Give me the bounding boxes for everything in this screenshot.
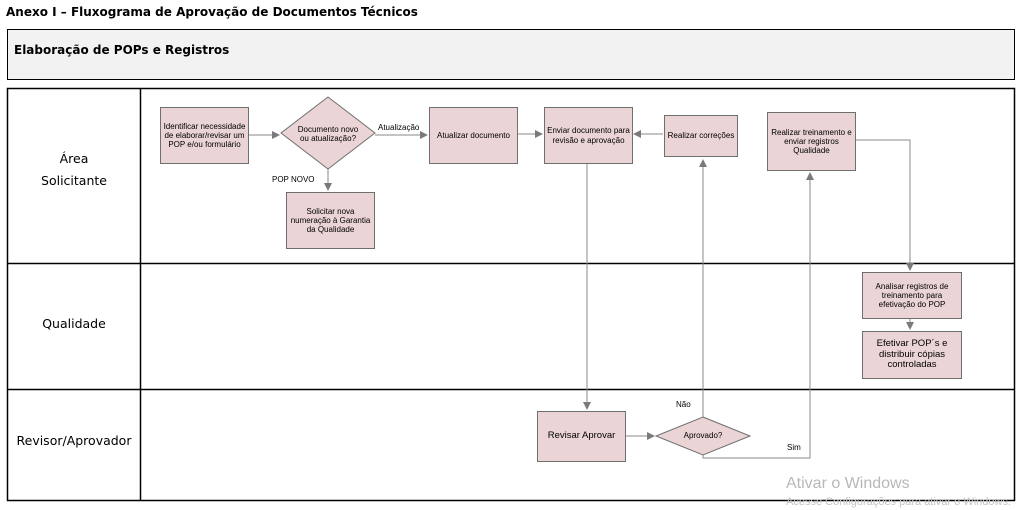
lane-label-area-solicitante: Área Solicitante — [41, 151, 107, 188]
step-revisar-aprovar: Revisar Aprovar — [537, 411, 626, 462]
lane-label-qualidade: Qualidade — [42, 316, 106, 331]
section-header — [7, 29, 1015, 80]
step-atualizar: Atualizar documento — [429, 107, 518, 164]
decision-documento-text: Documento novo ou atualização? — [297, 124, 359, 143]
windows-activation-hint: Acesse Configurações para ativar o Windo… — [786, 496, 1011, 508]
connector-sim-treinamento — [702, 172, 814, 459]
edge-label-atualizacao: Atualização — [378, 123, 420, 132]
step-efetivar: Efetivar POP´s e distribuir cópias contr… — [862, 331, 962, 379]
step-enviar: Enviar documento para revisão e aprovaçã… — [544, 107, 633, 164]
lane-label-revisor: Revisor/Aprovador — [16, 433, 132, 448]
decision-aprovado-text: Aprovado? — [683, 431, 723, 441]
step-realizar-correcoes: Realizar correções — [664, 115, 738, 157]
section-title: Elaboração de POPs e Registros — [14, 43, 230, 57]
step-identificar: Identificar necessidade de elaborar/revi… — [160, 107, 249, 164]
step-realizar-treinamento: Realizar treinamento e enviar registros … — [767, 112, 856, 171]
document-title: Anexo I – Fluxograma de Aprovação de Doc… — [6, 5, 418, 19]
swimlane-frame — [6, 87, 1016, 502]
connector-treinamento-analisar — [855, 139, 914, 271]
windows-activation-watermark: Ativar o Windows — [786, 475, 910, 492]
step-solicitar: Solicitar nova numeração à Garantia da Q… — [286, 192, 375, 249]
edge-label-nao: Não — [676, 400, 691, 409]
step-analisar: Analisar registros de treinamento para e… — [862, 272, 962, 319]
edge-label-pop-novo: POP NOVO — [272, 175, 315, 184]
edge-label-sim: Sim — [787, 443, 801, 452]
